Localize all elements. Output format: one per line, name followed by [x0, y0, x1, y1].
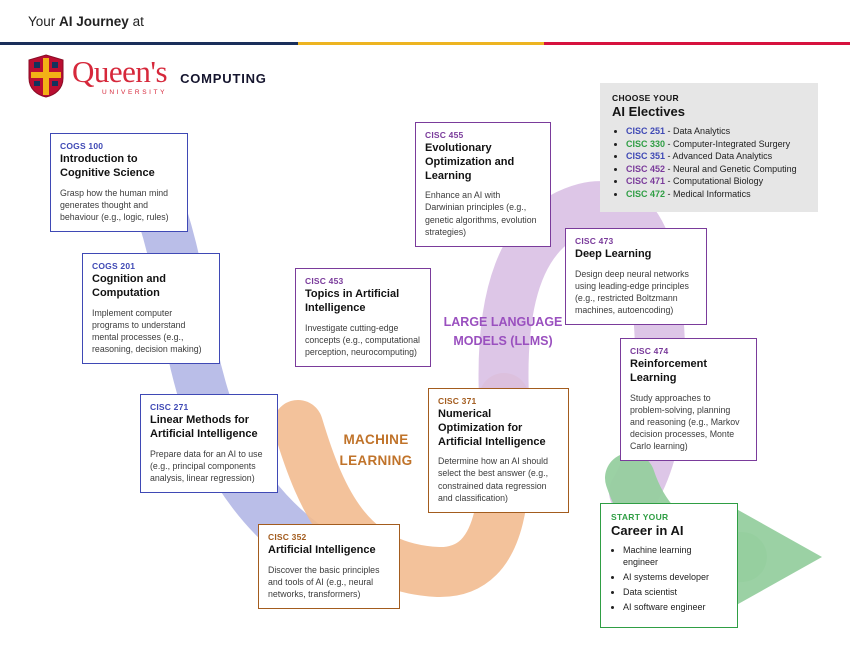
course-code: COGS 201: [92, 261, 136, 271]
career-arrowhead: [731, 506, 822, 608]
elective-name: - Neural and Genetic Computing: [667, 163, 797, 174]
course-title: Reinforcement Learning: [630, 358, 708, 384]
course-title: Artificial Intelligence: [268, 544, 376, 556]
elective-name: - Computational Biology: [667, 176, 764, 186]
elective-code: CISC 251: [626, 126, 666, 136]
queens-computing-logo: Queen's UNIVERSITY COMPUTING: [28, 54, 267, 98]
course-card-cisc352: CISC 352 Artificial Intelligence Discove…: [258, 524, 400, 610]
course-description: Study approaches to problem-solving, pla…: [630, 392, 740, 452]
course-card-cogs201: COGS 201 Cognition and Computation Imple…: [82, 253, 220, 364]
electives-kicker: CHOOSE YOUR: [612, 93, 679, 103]
llm-label-line2: MODELS (LLMS): [453, 333, 553, 348]
elective-name: - Medical Informatics: [667, 188, 751, 199]
course-code: CISC 453: [305, 276, 344, 286]
machine-learning-label: MACHINE LEARNING: [320, 430, 432, 472]
ai-electives-box: CHOOSE YOUR AI Electives CISC 251 - Data…: [600, 83, 818, 212]
course-description: Design deep neural networks using leadin…: [575, 268, 689, 316]
course-title: Cognition and Computation: [92, 273, 166, 299]
elective-name: - Data Analytics: [667, 126, 731, 136]
course-code: CISC 473: [575, 236, 614, 246]
course-code: COGS 100: [60, 141, 104, 151]
electives-list: CISC 251 - Data Analytics CISC 330 - Com…: [626, 126, 806, 199]
course-card-cisc271: CISC 271 Linear Methods for Artificial I…: [140, 394, 278, 493]
course-card-cisc455: CISC 455 Evolutionary Optimization and L…: [415, 122, 551, 247]
elective-item: CISC 330 - Computer-Integrated Surgery: [626, 139, 806, 149]
career-title: Career in AI: [611, 523, 684, 538]
course-code: CISC 352: [268, 532, 307, 542]
elective-code: CISC 471: [626, 176, 666, 186]
course-description: Grasp how the human mind generates thoug…: [60, 187, 169, 222]
course-card-cisc453: CISC 453 Topics in Artificial Intelligen…: [295, 268, 431, 367]
course-description: Implement computer programs to understan…: [92, 307, 202, 354]
course-title: Introduction to Cognitive Science: [60, 153, 155, 179]
queens-crest-icon: [28, 54, 64, 98]
course-card-cisc371: CISC 371 Numerical Optimization for Arti…: [428, 388, 569, 513]
title-emphasis: AI Journey: [59, 14, 129, 29]
course-description: Discover the basic principles and tools …: [268, 564, 380, 599]
machine-learning-label-line2: LEARNING: [339, 452, 413, 468]
llm-label: LARGE LANGUAGE MODELS (LLMS): [436, 313, 570, 351]
course-description: Determine how an AI should select the be…: [438, 456, 549, 503]
career-item: Machine learning engineer: [623, 545, 727, 568]
queens-wordmark: Queen's: [72, 54, 168, 89]
course-description: Prepare data for an AI to use (e.g., pri…: [150, 448, 263, 483]
tricolor-divider: [0, 42, 850, 45]
elective-code: CISC 452: [626, 163, 666, 174]
course-card-cisc474: CISC 474 Reinforcement Learning Study ap…: [620, 338, 757, 462]
queens-wordmark-block: Queen's UNIVERSITY: [72, 54, 168, 96]
elective-code: CISC 351: [626, 151, 666, 161]
elective-item: CISC 351 - Advanced Data Analytics: [626, 151, 806, 161]
flow-path-cognitive-blue: [125, 155, 350, 583]
course-code: CISC 371: [438, 396, 477, 406]
career-item: Data scientist: [623, 587, 727, 599]
career-kicker: START YOUR: [611, 512, 669, 522]
course-title: Numerical Optimization for Artificial In…: [438, 408, 546, 448]
elective-name: - Advanced Data Analytics: [667, 151, 773, 161]
machine-learning-label-line1: MACHINE: [343, 432, 409, 447]
course-title: Topics in Artificial Intelligence: [305, 288, 400, 314]
career-list: Machine learning engineer AI systems dev…: [623, 545, 727, 614]
course-card-cogs100: COGS 100 Introduction to Cognitive Scien…: [50, 133, 188, 232]
course-title: Linear Methods for Artificial Intelligen…: [150, 414, 258, 440]
course-title: Evolutionary Optimization and Learning: [425, 142, 515, 182]
elective-name: - Computer-Integrated Surgery: [667, 138, 791, 149]
university-label: UNIVERSITY: [102, 89, 168, 96]
title-prefix: Your: [28, 14, 60, 29]
course-title: Deep Learning: [575, 248, 652, 260]
career-item: AI systems developer: [623, 572, 727, 584]
divider-blue-segment: [0, 42, 298, 45]
page-title: Your AI Journey at: [28, 14, 144, 29]
course-description: Investigate cutting-edge concepts (e.g.,…: [305, 322, 420, 357]
course-code: CISC 271: [150, 402, 189, 412]
career-item: AI software engineer: [623, 602, 727, 614]
divider-gold-segment: [297, 42, 544, 45]
divider-red-segment: [544, 42, 850, 45]
elective-item: CISC 251 - Data Analytics: [626, 126, 806, 136]
llm-label-line1: LARGE LANGUAGE: [443, 315, 563, 329]
course-description: Enhance an AI with Darwinian principles …: [425, 190, 537, 237]
computing-label: COMPUTING: [180, 70, 267, 86]
elective-item: CISC 471 - Computational Biology: [626, 176, 806, 186]
course-code: CISC 455: [425, 130, 464, 140]
course-code: CISC 474: [630, 346, 669, 356]
elective-item: CISC 472 - Medical Informatics: [626, 189, 806, 199]
title-suffix: at: [128, 14, 144, 29]
course-card-cisc473: CISC 473 Deep Learning Design deep neura…: [565, 228, 707, 326]
elective-code: CISC 330: [626, 138, 666, 149]
elective-item: CISC 452 - Neural and Genetic Computing: [626, 164, 806, 174]
career-in-ai-box: START YOUR Career in AI Machine learning…: [600, 503, 738, 629]
elective-code: CISC 472: [626, 188, 666, 199]
electives-title: AI Electives: [612, 104, 685, 119]
